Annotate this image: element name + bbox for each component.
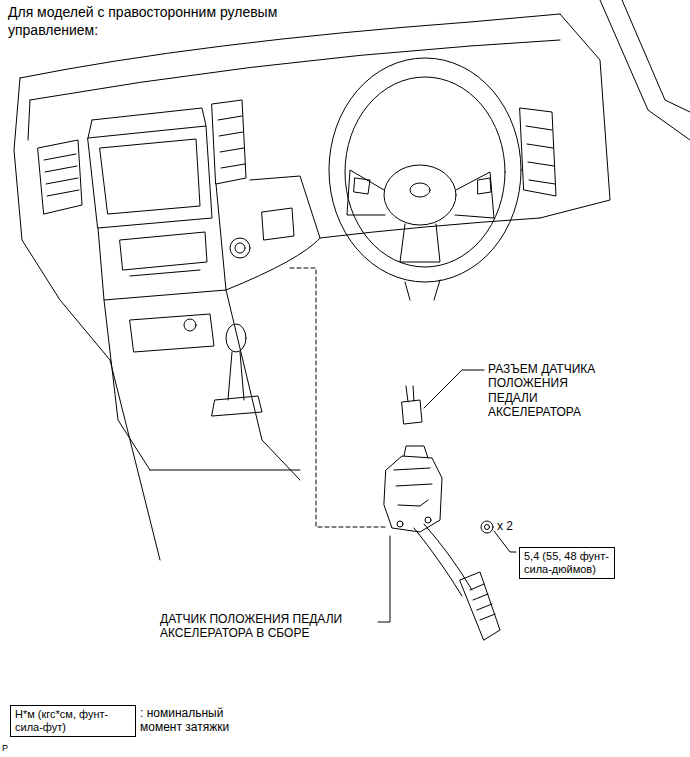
shift-boot xyxy=(212,396,262,416)
pedal-sensor-body xyxy=(384,456,442,532)
air-vent xyxy=(218,116,245,168)
steering-wheel xyxy=(345,77,505,267)
pedal-pad xyxy=(470,584,495,620)
display-frame xyxy=(88,108,206,138)
leader-line xyxy=(424,370,484,408)
nut xyxy=(485,525,490,530)
center-console xyxy=(104,290,300,480)
pedal-arm xyxy=(414,524,472,596)
part-label: РАЗЪЕМ ДАТЧИКА ПОЛОЖЕНИЯ ПЕДАЛИ АКСЕЛЕРА… xyxy=(488,362,608,420)
emblem xyxy=(410,183,430,197)
pedal-pad xyxy=(460,572,500,640)
pedal-sensor-body xyxy=(394,468,432,506)
air-vent xyxy=(44,154,79,196)
sensor-connector xyxy=(402,400,422,424)
center-console xyxy=(110,360,300,560)
shift-lever xyxy=(228,352,244,400)
display-frame xyxy=(88,126,212,228)
leader-line xyxy=(494,531,516,552)
dash-outline xyxy=(28,100,30,140)
mount-hole xyxy=(425,517,431,523)
center-stack xyxy=(120,232,207,270)
switch-panel xyxy=(262,208,294,240)
steering-hub xyxy=(384,165,456,225)
nut xyxy=(481,521,493,533)
dash-outline xyxy=(30,40,560,100)
center-stack xyxy=(130,270,200,276)
legend-unit-box: Н*м (кгс*см, фунт-сила-фут) xyxy=(10,705,136,737)
dash-outline xyxy=(226,218,540,290)
knob xyxy=(230,238,250,258)
steering-column xyxy=(405,280,440,300)
a-pillar xyxy=(600,0,690,140)
center-stack xyxy=(98,184,226,300)
knob xyxy=(184,319,196,331)
legend-note: : номинальный момент затяжки xyxy=(140,706,252,735)
steering-wheel xyxy=(329,58,521,282)
quantity-label: x 2 xyxy=(497,519,513,533)
connector-wire xyxy=(406,386,414,402)
torque-box: 5,4 (55, 48 фунт-сила-дюймов) xyxy=(519,547,615,579)
steering-button xyxy=(354,178,491,194)
steering-spoke xyxy=(347,170,494,262)
page-title: Для моделей с правосторонним рулевым упр… xyxy=(8,4,298,39)
box-text: 5,4 (55, 48 фунт-сила-дюймов) xyxy=(524,550,610,576)
knob xyxy=(235,243,245,253)
air-vent xyxy=(38,140,82,214)
location-line xyxy=(290,268,386,527)
sensor-socket xyxy=(404,446,428,458)
box-text: Н*м (кгс*см, фунт-сила-фут) xyxy=(15,708,131,734)
air-vent xyxy=(520,108,556,196)
console-panel xyxy=(130,314,214,352)
leader-line xyxy=(378,536,390,622)
dash-outline xyxy=(540,14,610,218)
shift-knob xyxy=(226,324,246,352)
dash-outline xyxy=(250,176,320,238)
dash-outline xyxy=(20,14,560,78)
part-label: ДАТЧИК ПОЛОЖЕНИЯ ПЕДАЛИ АКСЕЛЕРАТОРА В С… xyxy=(160,612,376,641)
mount-hole xyxy=(397,521,403,527)
figure-mark: P xyxy=(2,743,8,754)
air-vent xyxy=(212,100,246,184)
display-screen xyxy=(100,139,200,214)
air-vent xyxy=(526,126,555,184)
dash-outline xyxy=(14,78,110,360)
